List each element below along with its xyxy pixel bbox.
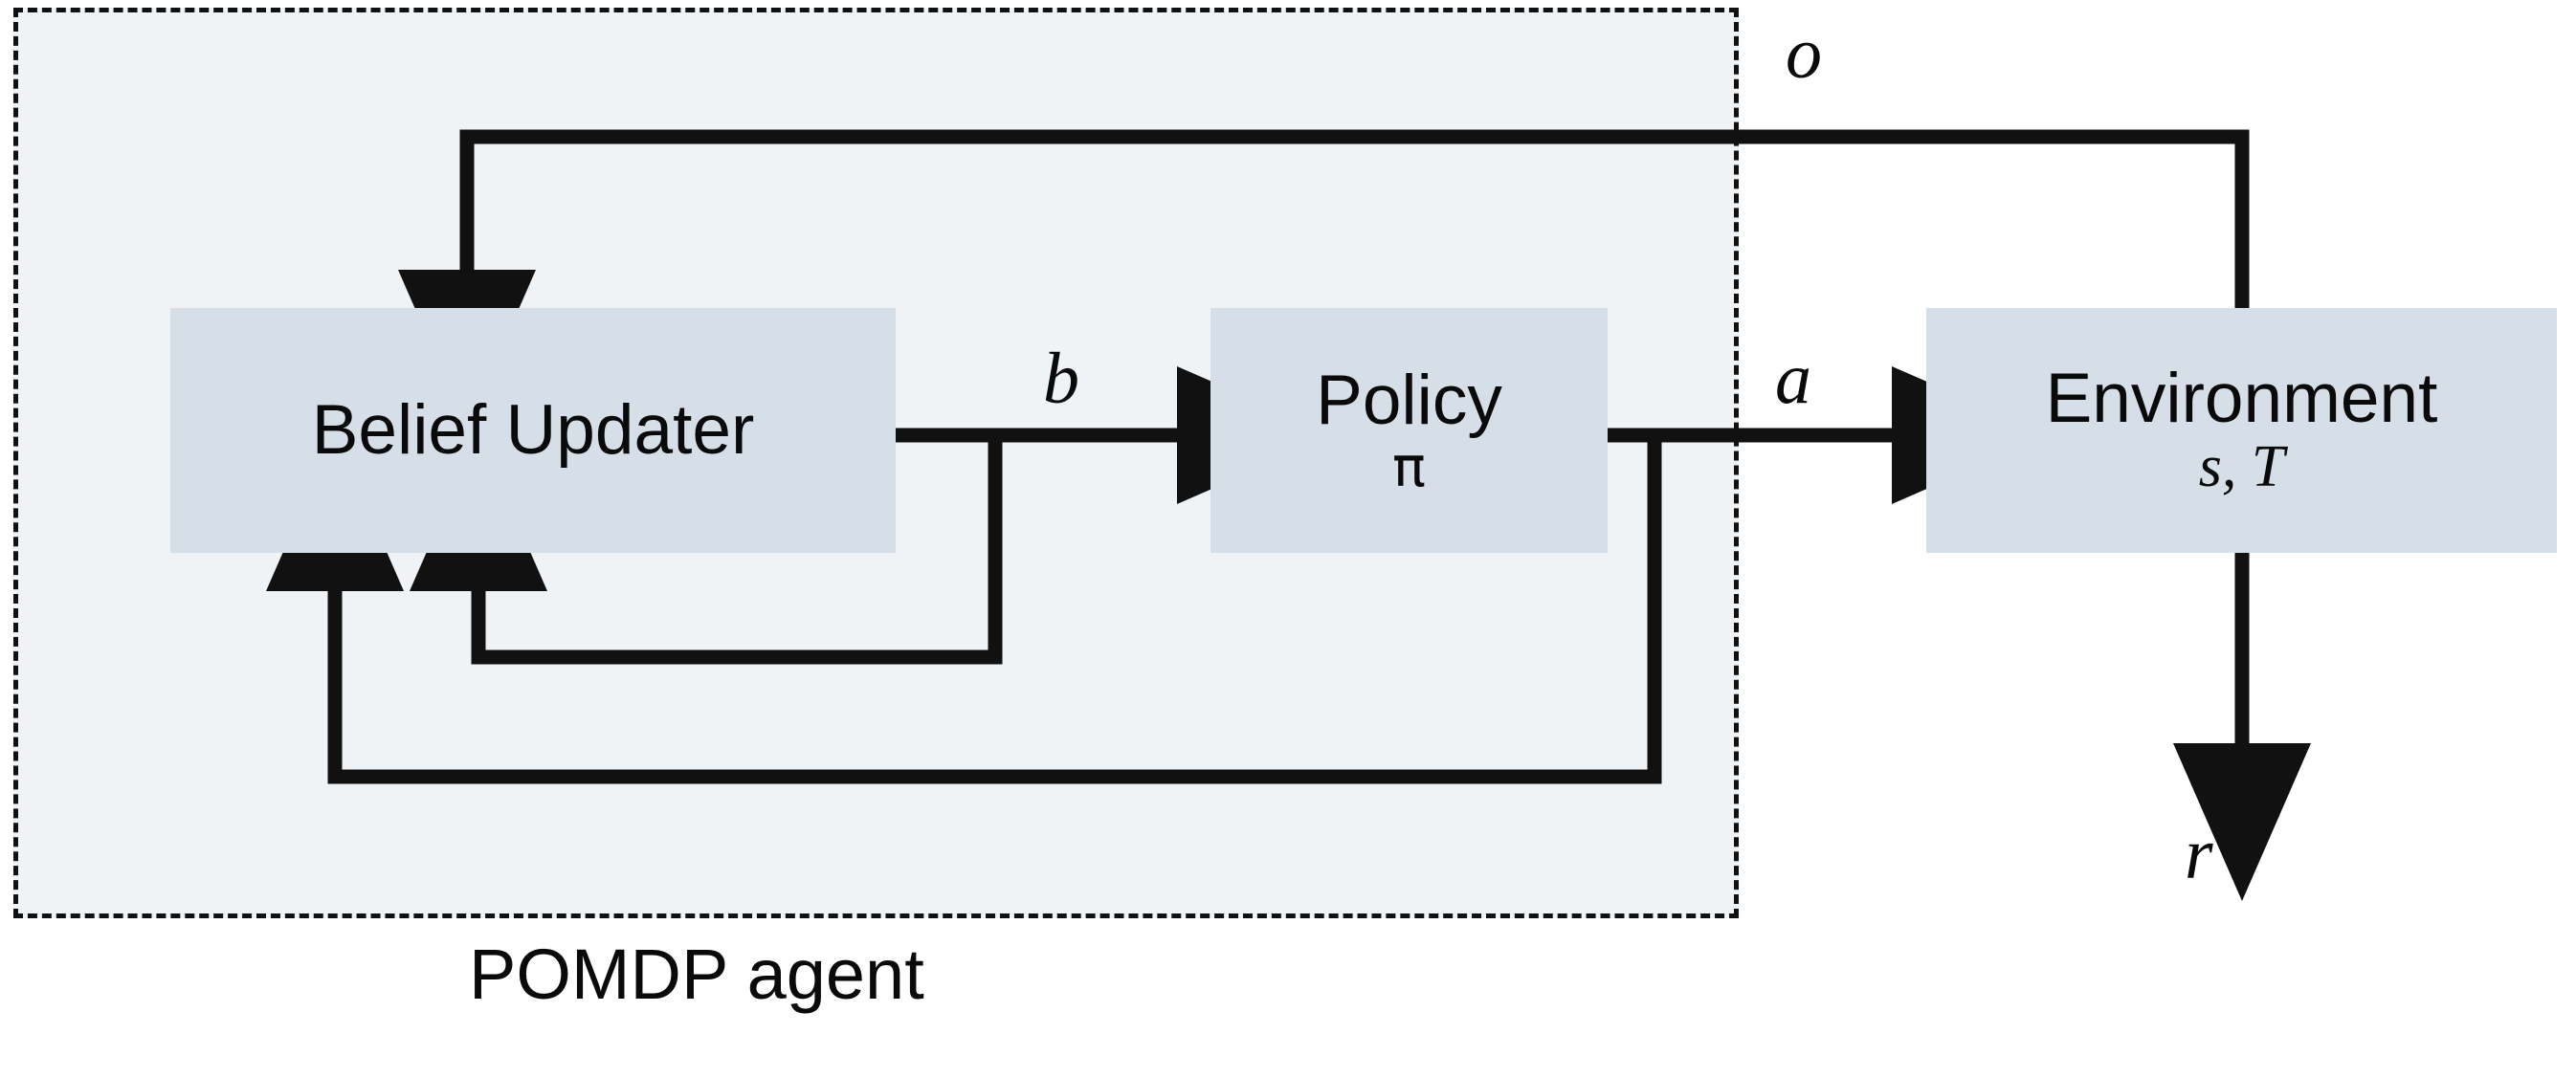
node-environment-subtitle: s, T — [2198, 433, 2285, 499]
node-policy-title: Policy — [1316, 362, 1502, 440]
edge-label-reward: r — [2185, 814, 2213, 894]
node-policy[interactable]: Policy π — [1210, 308, 1608, 553]
pomdp-agent-label: POMDP agent — [469, 935, 924, 1014]
edge-label-belief: b — [1043, 339, 1079, 419]
edge-label-observation: o — [1786, 13, 1822, 94]
node-policy-subtitle: π — [1392, 433, 1426, 499]
node-belief-updater[interactable]: Belief Updater — [170, 308, 896, 553]
node-environment-title: Environment — [2045, 360, 2438, 438]
node-belief-updater-title: Belief Updater — [311, 390, 755, 469]
node-environment[interactable]: Environment s, T — [1926, 308, 2557, 553]
edge-label-action: a — [1775, 339, 1811, 419]
